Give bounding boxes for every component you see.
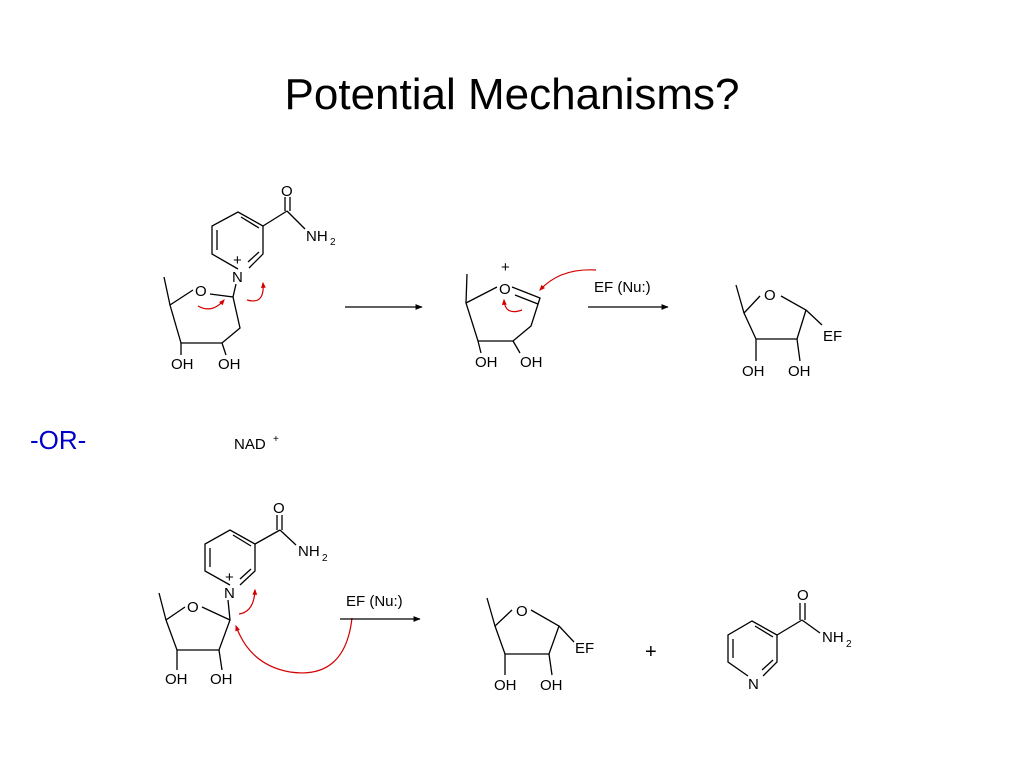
hydroxyl-bond [548, 653, 553, 676]
hydroxyl-bond [221, 342, 227, 356]
curly-arrow [238, 588, 258, 615]
hydroxyl-label: OH [742, 363, 765, 380]
nitrogen-charge: + [225, 569, 234, 586]
amide-nh: NH [822, 629, 844, 646]
pyridinium-nitrogen: N [232, 269, 243, 286]
hydroxyl-label: OH [171, 356, 194, 373]
ef-bond [805, 309, 823, 326]
hydroxyl-label: OH [165, 671, 188, 688]
curly-arrow [501, 298, 523, 313]
carbonyl-oxygen: O [281, 183, 293, 200]
nad-molecule-top: O NH 2 N + O OH OH [163, 183, 336, 373]
amide-bond [254, 529, 281, 545]
ring-oxygen: O [187, 599, 199, 616]
ring-double-bond [232, 534, 252, 547]
ef-ribose-product-top: O EF OH OH [735, 284, 842, 380]
plus-sign: + [645, 641, 657, 663]
amide-bond [776, 619, 803, 636]
ribose-ring [743, 295, 807, 340]
nad-charge: + [273, 434, 279, 445]
ring-oxygen: O [499, 281, 511, 298]
nucleophile-label: EF (Nu:) [346, 593, 403, 610]
curly-arrow [235, 617, 353, 674]
hydroxyl-label: OH [540, 677, 563, 694]
nad-label: NAD [234, 436, 266, 453]
ring-double-bond [754, 625, 774, 638]
carbonyl-oxygen: O [273, 500, 285, 517]
amide-bond [286, 210, 306, 230]
oxygen-charge: + [501, 259, 510, 276]
amide-subscript: 2 [322, 553, 328, 564]
hydroxyl-label: OH [520, 354, 543, 371]
hydroxyl-bond [512, 340, 521, 354]
ef-label: EF [823, 328, 842, 345]
ribose-ring [165, 606, 231, 651]
ef-ribose-product-bottom: O EF OH OH [486, 597, 594, 694]
amide-subscript: 2 [330, 237, 336, 248]
ring-double-bond [239, 568, 252, 580]
ring-double-bond [247, 251, 260, 263]
amide-bond [279, 529, 297, 546]
ef-label: EF [575, 640, 594, 657]
amide-bond [262, 210, 288, 227]
ef-bond [558, 625, 575, 643]
oxocarbenium-double-bond [514, 294, 539, 305]
curly-arrow [197, 299, 225, 310]
pyridine-nitrogen: N [748, 676, 759, 693]
hydroxyl-label: OH [788, 363, 811, 380]
glycosidic-bond [227, 599, 231, 621]
methyl-bond [735, 284, 745, 314]
or-separator: -OR- [30, 425, 87, 455]
ring-double-bond [240, 216, 260, 229]
ring-oxygen: O [764, 287, 776, 304]
nucleophile-label: EF (Nu:) [594, 279, 651, 296]
hydroxyl-label: OH [494, 677, 517, 694]
pyridinium-ring [211, 211, 264, 270]
glycosidic-bond [232, 283, 237, 298]
amide-nh: NH [298, 543, 320, 560]
oxocarbenium-intermediate: O + OH OH [465, 259, 597, 371]
methyl-bond [486, 597, 496, 627]
pyridinium-ring [204, 529, 256, 586]
nicotinamide-product: O NH 2 N [727, 587, 852, 693]
hydroxyl-bond [218, 649, 223, 671]
hydroxyl-bond [796, 338, 801, 362]
pyridinium-nitrogen: N [224, 585, 235, 602]
hydroxyl-label: OH [218, 356, 241, 373]
amide-nh: NH [306, 228, 328, 245]
carbonyl-oxygen: O [797, 587, 809, 604]
nitrogen-charge: + [233, 252, 242, 269]
methyl-bond [465, 273, 468, 304]
curly-arrow [539, 269, 597, 291]
ring-oxygen: O [195, 283, 207, 300]
ribose-ring [494, 609, 560, 655]
amide-subscript: 2 [846, 639, 852, 650]
pyridine-ring [727, 620, 778, 677]
ring-double-bond [761, 659, 774, 671]
amide-bond [801, 619, 821, 634]
curly-arrow [246, 281, 266, 302]
slide-title: Potential Mechanisms? [284, 70, 740, 119]
ring-oxygen: O [516, 603, 528, 620]
hydroxyl-label: OH [475, 354, 498, 371]
hydroxyl-label: OH [210, 671, 233, 688]
hydroxyl-bond [477, 340, 482, 354]
methyl-bond [163, 276, 171, 306]
nad-molecule-bottom: O NH 2 N + O OH OH [158, 500, 353, 688]
methyl-bond [158, 592, 167, 621]
